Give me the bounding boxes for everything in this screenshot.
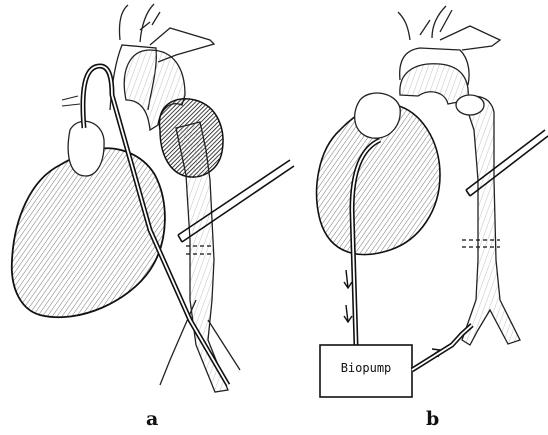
atrium-a: [68, 121, 104, 176]
panel-b-illustration: [317, 6, 548, 397]
panel-label-b: b: [426, 410, 439, 429]
descending-aorta-a: [176, 122, 228, 392]
descending-aorta-b: [462, 96, 520, 345]
panel-a-illustration: [12, 4, 294, 392]
aorta-b: [400, 64, 468, 104]
biopump-label: Biopump: [323, 361, 409, 375]
panel-label-a: a: [146, 410, 158, 429]
return-line-b: [412, 325, 472, 370]
